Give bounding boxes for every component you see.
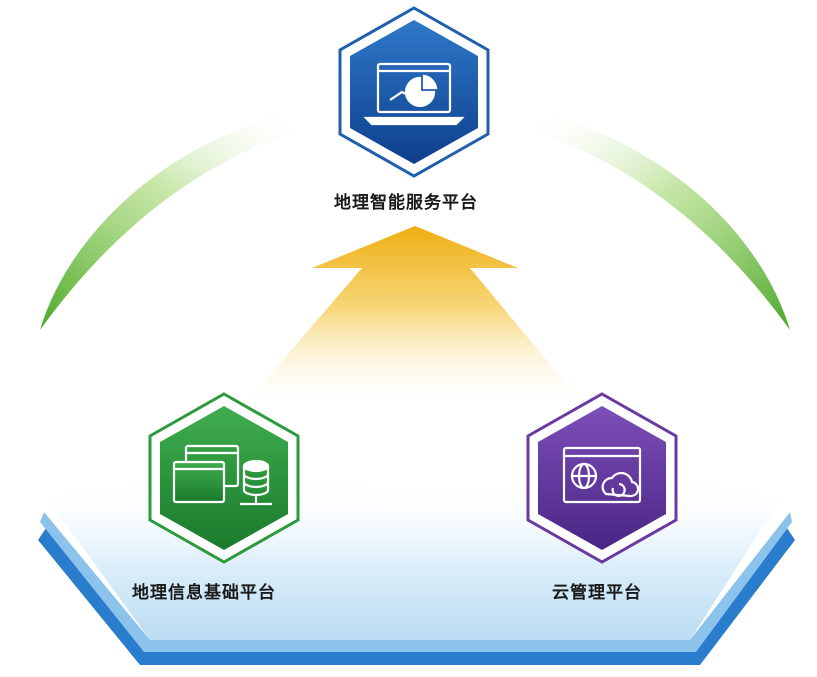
browser-globe-cloud-icon	[562, 446, 642, 504]
laptop-chart-icon	[363, 62, 465, 126]
node-top	[338, 6, 490, 178]
node-right-label: 云管理平台	[552, 583, 642, 603]
windows-database-icon	[172, 444, 272, 506]
node-left-label: 地理信息基础平台	[132, 583, 276, 603]
left-green-arc	[40, 110, 300, 330]
right-green-arc	[530, 110, 790, 330]
node-right	[526, 392, 678, 564]
node-top-label: 地理智能服务平台	[334, 193, 478, 213]
upward-arrow	[240, 226, 588, 410]
node-left	[148, 392, 300, 564]
